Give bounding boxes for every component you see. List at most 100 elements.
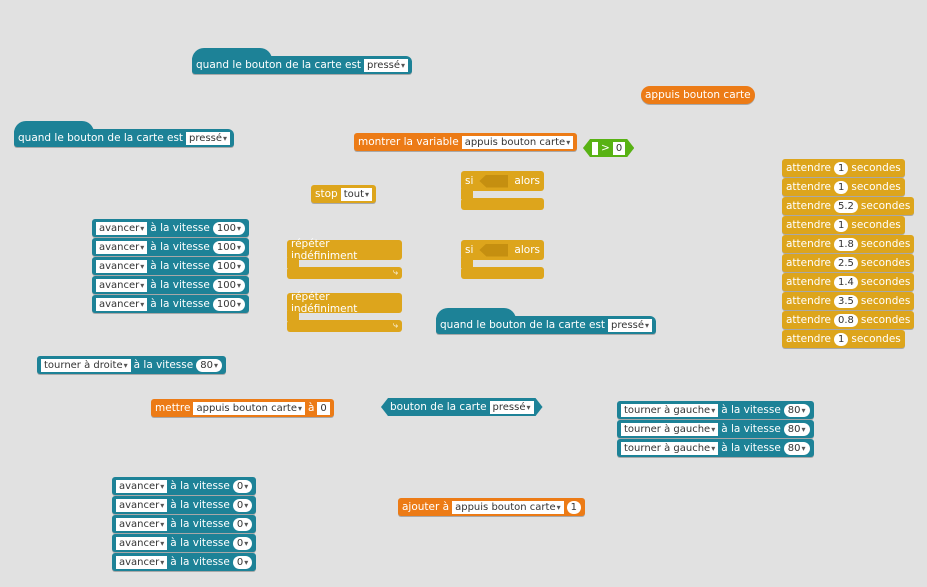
number-input[interactable]: 2.5 — [834, 256, 858, 270]
input-field[interactable] — [592, 142, 598, 155]
number-input[interactable]: 100 — [212, 278, 245, 292]
number-input[interactable]: 5.2 — [834, 199, 858, 213]
dropdown-field[interactable]: pressé — [490, 401, 534, 414]
condition-slot[interactable] — [479, 243, 509, 257]
number-input[interactable]: 80 — [783, 422, 810, 436]
dropdown-field[interactable]: avancer — [96, 278, 148, 292]
dropdown-field[interactable]: avancer — [116, 517, 168, 531]
dropdown-field[interactable]: avancer — [116, 479, 168, 493]
number-input[interactable]: 0 — [232, 536, 253, 550]
number-input[interactable]: 100 — [212, 221, 245, 235]
forever-block-2[interactable]: répéter indéfiniment ⤷ — [287, 291, 402, 333]
dropdown-field[interactable]: avancer — [96, 297, 148, 311]
dropdown-field[interactable]: tout — [340, 187, 373, 201]
number-input[interactable]: 80 — [783, 403, 810, 417]
dropdown-field[interactable]: pressé — [608, 318, 653, 332]
dropdown-field[interactable]: pressé — [186, 131, 231, 145]
number-input[interactable]: 80 — [783, 441, 810, 455]
dropdown-field[interactable]: avancer — [116, 498, 168, 512]
dropdown-field[interactable]: avancer — [96, 221, 148, 235]
number-input[interactable]: 1 — [834, 180, 849, 194]
number-input[interactable]: 1.8 — [834, 237, 858, 251]
condition-slot[interactable] — [479, 174, 509, 188]
block-label: à la vitesse — [133, 359, 194, 371]
forever-label: répéter indéfiniment — [291, 291, 358, 315]
greater-than-block[interactable]: >0 — [583, 139, 634, 157]
block-label: secondes — [851, 162, 901, 174]
number-input[interactable]: 0 — [232, 555, 253, 569]
dropdown-field[interactable]: tourner à gauche — [621, 403, 719, 417]
block-label: à la vitesse — [170, 480, 230, 492]
dropdown-field[interactable]: tourner à droite — [41, 358, 131, 372]
dropdown-field[interactable]: avancer — [116, 555, 168, 569]
dropdown-field[interactable]: tourner à gauche — [621, 422, 719, 436]
dropdown-field[interactable]: appuis bouton carte — [452, 500, 564, 514]
number-input[interactable]: 1 — [834, 218, 849, 232]
number-input[interactable]: 0 — [232, 479, 253, 493]
dropdown-field[interactable]: appuis bouton carte — [193, 401, 305, 415]
variable-reporter[interactable]: appuis bouton carte — [641, 86, 755, 104]
forever-block-1[interactable]: répéter indéfiniment⤷ — [287, 238, 402, 280]
dropdown-field[interactable]: avancer — [116, 536, 168, 550]
number-input[interactable]: 100 — [212, 259, 245, 273]
number-input[interactable]: 3.5 — [834, 294, 858, 308]
number-input[interactable]: 1 — [834, 332, 849, 346]
input-field[interactable]: 0 — [317, 401, 330, 415]
dropdown-field[interactable]: tourner à gauche — [621, 441, 719, 455]
input-field[interactable]: 0 — [613, 142, 625, 155]
c-block-footer: ⤷ — [287, 320, 402, 332]
number-input[interactable]: 100 — [212, 240, 245, 254]
number-input[interactable]: 0 — [232, 498, 253, 512]
forever-header[interactable]: répéter indéfiniment — [287, 238, 402, 262]
number-input[interactable]: 1 — [834, 161, 849, 175]
number-input[interactable]: 100 — [212, 297, 245, 311]
dropdown-field[interactable]: pressé — [364, 58, 409, 72]
number-input[interactable]: 1.4 — [834, 275, 858, 289]
dropdown-field[interactable]: avancer — [96, 240, 148, 254]
dropdown-field[interactable]: avancer — [96, 259, 148, 273]
number-input[interactable]: 80 — [196, 358, 222, 372]
forever-header[interactable]: répéter indéfiniment — [287, 291, 402, 315]
number-input[interactable]: 0 — [232, 517, 253, 531]
dropdown-field[interactable]: appuis bouton carte — [461, 135, 574, 149]
number-input[interactable]: 1 — [566, 500, 581, 514]
block-label: à la vitesse — [170, 499, 230, 511]
number-input[interactable]: 0.8 — [834, 313, 858, 327]
